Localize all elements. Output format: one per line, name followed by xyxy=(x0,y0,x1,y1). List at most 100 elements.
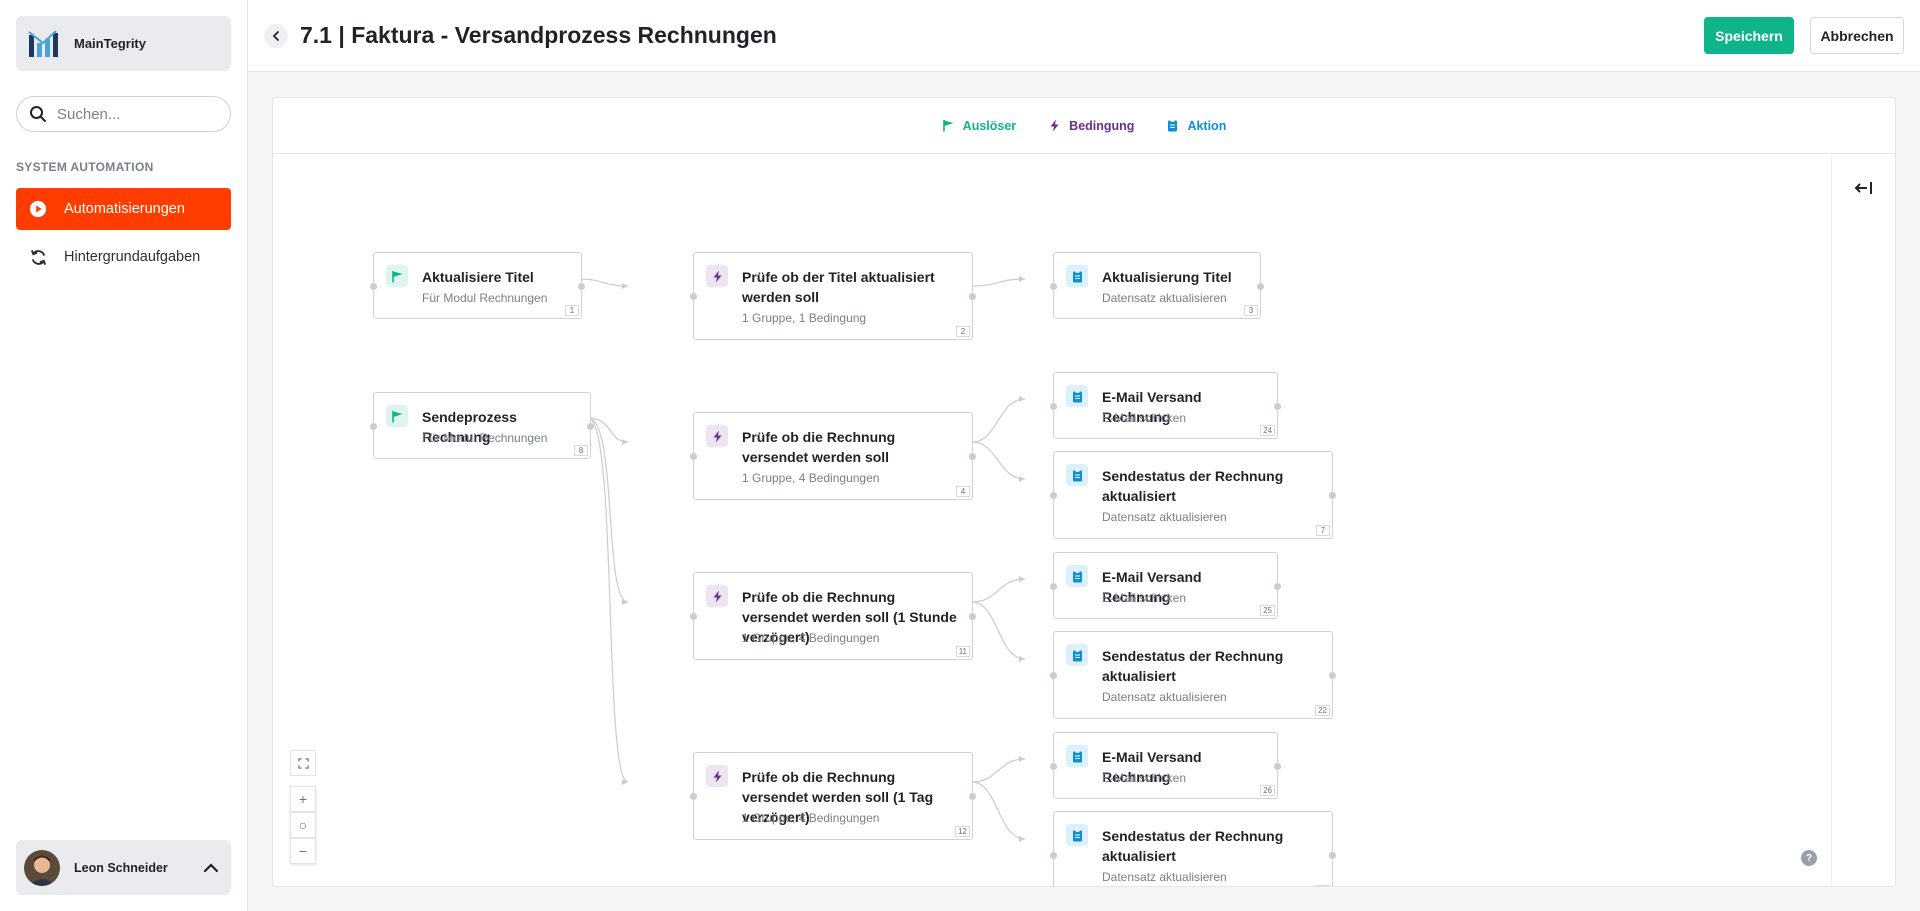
fit-view-icon xyxy=(297,757,309,769)
avatar xyxy=(24,849,60,886)
user-menu[interactable]: Leon Schneider xyxy=(16,840,231,895)
sidebar-item-hintergrundaufgaben[interactable]: Hintergrundaufgaben xyxy=(16,236,231,278)
node-input-port[interactable] xyxy=(1050,763,1057,770)
legend-trigger-label: Auslöser xyxy=(962,118,1017,133)
node-output-port[interactable] xyxy=(969,793,976,800)
node-action-sendestatus-23[interactable]: Sendestatus der Rechnung aktualisiert Da… xyxy=(1050,811,1336,886)
node-condition-versand-stunde[interactable]: Prüfe ob die Rechnung versendet werden s… xyxy=(690,572,976,660)
zoom-controls: + ○ − xyxy=(290,750,316,864)
legend-action: Aktion xyxy=(1166,119,1226,133)
zoom-out-button[interactable]: − xyxy=(290,838,316,864)
node-output-port[interactable] xyxy=(1274,763,1281,770)
node-trigger-aktualisiere-titel[interactable]: Aktualisiere Titel Für Modul Rechnungen … xyxy=(370,252,585,319)
node-input-port[interactable] xyxy=(1050,583,1057,590)
node-input-port[interactable] xyxy=(1050,852,1057,859)
node-id: 22 xyxy=(1315,705,1330,716)
clipboard-icon xyxy=(1168,119,1178,132)
node-subtitle: E-Mail schicken xyxy=(1102,591,1187,605)
clipboard-icon xyxy=(1066,464,1088,486)
node-action-aktualisierung-titel[interactable]: Aktualisierung Titel Datensatz aktualisi… xyxy=(1050,252,1264,319)
node-action-sendestatus-22[interactable]: Sendestatus der Rechnung aktualisiert Da… xyxy=(1050,631,1336,719)
node-input-port[interactable] xyxy=(690,793,697,800)
sidebar-item-label: Automatisierungen xyxy=(64,201,185,217)
node-input-port[interactable] xyxy=(370,423,377,430)
node-title: Sendestatus der Rechnung aktualisiert xyxy=(1102,828,1284,864)
node-output-port[interactable] xyxy=(969,293,976,300)
node-output-port[interactable] xyxy=(578,283,585,290)
save-button[interactable]: Speichern xyxy=(1704,17,1794,54)
help-icon[interactable]: ? xyxy=(1801,850,1817,866)
cancel-button[interactable]: Abbrechen xyxy=(1810,17,1904,54)
node-condition-versand[interactable]: Prüfe ob die Rechnung versendet werden s… xyxy=(690,412,976,500)
sidebar-item-label: Hintergrundaufgaben xyxy=(64,249,201,265)
node-subtitle: Datensatz aktualisieren xyxy=(1102,510,1227,524)
node-input-port[interactable] xyxy=(690,293,697,300)
node-condition-titel[interactable]: Prüfe ob der Titel aktualisiert werden s… xyxy=(690,252,976,340)
node-output-port[interactable] xyxy=(1257,283,1264,290)
edge-12-23 xyxy=(971,781,1026,840)
node-title: Prüfe ob die Rechnung versendet werden s… xyxy=(742,589,957,645)
brand[interactable]: MainTegrity xyxy=(16,16,231,71)
node-trigger-sendeprozess[interactable]: Sendeprozess Rechnung Für Modul Rechnung… xyxy=(370,392,594,459)
edge-4-7 xyxy=(971,441,1026,480)
edge-8-11 xyxy=(587,417,629,603)
workflow-canvas[interactable]: Auslöser Bedingung Aktion xyxy=(272,97,1896,887)
maintegrity-logo-icon xyxy=(28,29,58,57)
legend-condition: Bedingung xyxy=(1048,119,1134,133)
node-id: 23 xyxy=(1315,885,1330,886)
legend-trigger: Auslöser xyxy=(942,118,1017,133)
search-box[interactable] xyxy=(16,96,231,132)
node-input-port[interactable] xyxy=(1050,403,1057,410)
node-title: Prüfe ob die Rechnung versendet werden s… xyxy=(742,769,934,825)
collapse-panel-icon[interactable] xyxy=(1854,180,1874,196)
node-input-port[interactable] xyxy=(1050,672,1057,679)
fit-view-button[interactable] xyxy=(290,750,316,776)
node-condition-versand-tag[interactable]: Prüfe ob die Rechnung versendet werden s… xyxy=(690,752,976,840)
node-output-port[interactable] xyxy=(969,613,976,620)
search-input[interactable] xyxy=(57,105,207,123)
edge-12-26 xyxy=(971,758,1026,783)
zoom-in-button[interactable]: + xyxy=(290,786,316,812)
node-output-port[interactable] xyxy=(1329,852,1336,859)
node-action-sendestatus-7[interactable]: Sendestatus der Rechnung aktualisiert Da… xyxy=(1050,451,1336,539)
node-title: Aktualisierung Titel xyxy=(1102,269,1232,285)
node-input-port[interactable] xyxy=(690,453,697,460)
flow-edges xyxy=(578,276,1026,842)
node-output-port[interactable] xyxy=(1329,672,1336,679)
chevron-up-icon[interactable] xyxy=(201,858,221,878)
node-action-email-26[interactable]: E-Mail Versand Rechnung E-Mail schicken … xyxy=(1050,732,1281,799)
node-input-port[interactable] xyxy=(690,613,697,620)
sidebar-item-automatisierungen[interactable]: Automatisierungen xyxy=(16,188,231,230)
zoom-reset-button[interactable]: ○ xyxy=(290,812,316,838)
flag-icon xyxy=(386,405,408,427)
node-subtitle: Datensatz aktualisieren xyxy=(1102,690,1227,704)
page-header: 7.1 | Faktura - Versandprozess Rechnunge… xyxy=(248,0,1920,72)
sidebar: MainTegrity SYSTEM AUTOMATION Automatisi… xyxy=(0,0,248,911)
lightning-icon xyxy=(706,265,728,287)
node-action-email-24[interactable]: E-Mail Versand Rechnung E-Mail schicken … xyxy=(1050,372,1281,439)
node-title: Aktualisiere Titel xyxy=(422,269,534,285)
node-input-port[interactable] xyxy=(1050,283,1057,290)
edge-1-2 xyxy=(578,278,629,287)
node-input-port[interactable] xyxy=(370,283,377,290)
node-output-port[interactable] xyxy=(587,423,594,430)
node-title: Prüfe ob der Titel aktualisiert werden s… xyxy=(742,269,935,305)
lightning-icon xyxy=(706,765,728,787)
brand-name: MainTegrity xyxy=(74,36,146,51)
section-label: SYSTEM AUTOMATION xyxy=(16,160,154,174)
node-input-port[interactable] xyxy=(1050,492,1057,499)
flow-area[interactable]: Aktualisiere Titel Für Modul Rechnungen … xyxy=(273,154,1831,886)
node-id: 12 xyxy=(955,826,970,837)
node-subtitle: Für Modul Rechnungen xyxy=(422,291,548,305)
edge-8-12 xyxy=(587,417,629,783)
node-subtitle: E-Mail schicken xyxy=(1102,771,1187,785)
clipboard-icon xyxy=(1066,265,1088,287)
node-id: 8 xyxy=(574,445,588,456)
node-output-port[interactable] xyxy=(1274,403,1281,410)
node-action-email-25[interactable]: E-Mail Versand Rechnung E-Mail schicken … xyxy=(1050,552,1281,619)
back-button[interactable] xyxy=(264,24,288,48)
lightning-icon xyxy=(706,585,728,607)
node-output-port[interactable] xyxy=(969,453,976,460)
node-output-port[interactable] xyxy=(1274,583,1281,590)
node-output-port[interactable] xyxy=(1329,492,1336,499)
